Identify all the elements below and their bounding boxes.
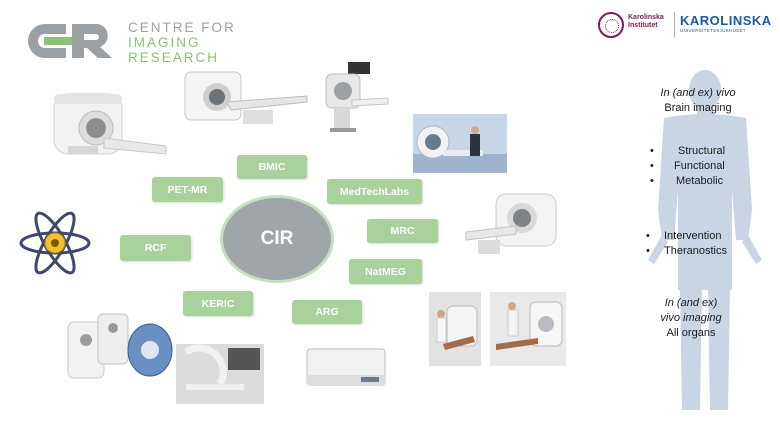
list-item: •Intervention <box>646 230 722 242</box>
preclinical-scanners-image <box>67 313 173 379</box>
pet-ct-scanner-image <box>184 71 308 124</box>
list-item: •Functional <box>650 160 725 172</box>
organs-heading-text: All organs <box>666 327 716 339</box>
list-item-label: Functional <box>674 160 725 172</box>
angiography-room-photo <box>176 344 264 404</box>
clinical-list: •Intervention •Theranostics <box>646 229 727 259</box>
organs-italic-1: In (and ex) <box>664 297 718 309</box>
ku-logo-subtext: UNIVERSITETSSJUKHUSET <box>680 28 746 33</box>
list-item-label: Intervention <box>664 230 722 242</box>
list-item-label: Theranostics <box>664 245 727 257</box>
cir-logo-mark <box>28 24 112 58</box>
list-item-label: Structural <box>678 145 726 157</box>
unit-bmic: BMIC <box>237 155 307 179</box>
analyzer-device-image <box>306 348 386 386</box>
unit-pet-mr: PET-MR <box>152 177 223 202</box>
logo-line-3: RESEARCH <box>128 50 220 65</box>
brain-imaging-heading: In (and ex) vivo Brain imaging <box>628 86 768 116</box>
organs-italic-2: vivo imaging <box>660 312 722 324</box>
logo-wordmark: CENTRE FOR IMAGING RESEARCH <box>128 20 236 65</box>
ki-logo-line-1: Karolinska <box>628 14 664 21</box>
unit-rcf: RCF <box>120 235 191 261</box>
brain-heading-italic: In (and ex) vivo <box>660 87 736 99</box>
unit-keric: KERIC <box>183 291 253 316</box>
ki-logo-text: Karolinska Institutet <box>628 14 664 30</box>
ki-seal-icon <box>598 12 624 38</box>
list-item: •Metabolic <box>650 175 724 187</box>
list-item-label: Metabolic <box>676 175 724 187</box>
scanner-room-photo <box>413 114 507 173</box>
unit-medtechlabs: MedTechLabs <box>327 179 422 204</box>
cir-center-node: CIR <box>220 195 334 283</box>
logo-separator <box>674 12 675 38</box>
ki-logo-line-2: Institutet <box>628 22 658 29</box>
logo-line-2: IMAGING <box>128 35 201 50</box>
mr-scanner-right-image <box>465 193 557 254</box>
unit-natmeg: NatMEG <box>349 259 422 284</box>
clinical-room-photo-2 <box>490 292 566 366</box>
human-silhouette <box>648 70 762 410</box>
list-item: •Theranostics <box>646 245 727 257</box>
mri-scanner-image <box>53 93 167 155</box>
clinical-room-photo-1 <box>429 292 481 366</box>
all-organs-heading: In (and ex) vivo imaging All organs <box>628 296 754 341</box>
brain-heading-text: Brain imaging <box>664 102 732 114</box>
unit-arg: ARG <box>292 300 362 324</box>
list-item: •Structural <box>650 145 726 157</box>
atom-icon <box>19 211 91 275</box>
unit-mrc: MRC <box>367 219 438 243</box>
c-arm-scanner-image <box>325 62 389 132</box>
brain-imaging-list: •Structural •Functional •Metabolic <box>650 144 725 189</box>
logo-line-1: CENTRE FOR <box>128 20 236 35</box>
ku-logo-text: KAROLINSKA <box>680 13 772 28</box>
